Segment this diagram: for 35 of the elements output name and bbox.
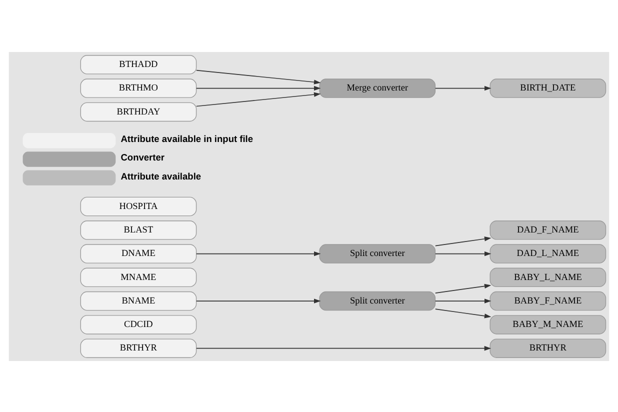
node-box: DAD_F_NAME — [490, 220, 606, 240]
node-box: Merge converter — [319, 78, 436, 98]
node-box: BABY_F_NAME — [490, 290, 606, 310]
legend-label: Attribute available in input file — [120, 134, 254, 144]
node-box: BNAME — [80, 290, 197, 310]
arrow — [434, 283, 492, 293]
node-box: BIRTH_DATE — [490, 78, 606, 98]
node-box: BRTHYR — [80, 338, 197, 358]
node-box: BABY_L_NAME — [490, 267, 606, 287]
node-box: DNAME — [80, 244, 197, 263]
node-box: DAD_L_NAME — [490, 244, 606, 263]
node-box: Split converter — [319, 244, 436, 263]
arrow — [196, 69, 321, 84]
arrow — [434, 85, 492, 90]
legend-label: Converter — [120, 152, 165, 162]
arrow — [196, 92, 321, 106]
node-box: BRTHDAY — [80, 102, 197, 122]
node-box: BRTHYR — [490, 338, 606, 358]
node-box: Split converter — [319, 290, 436, 310]
node-box: HOSPITA — [80, 196, 197, 216]
node-box: BLAST — [80, 220, 197, 240]
arrow — [196, 298, 321, 303]
node-box: MNAME — [80, 267, 197, 287]
arrow — [196, 250, 321, 256]
arrow — [434, 236, 492, 246]
arrow — [434, 250, 492, 256]
node-box: BABY_M_NAME — [490, 314, 606, 334]
arrow — [434, 308, 492, 318]
legend-label: Attribute available — [120, 170, 202, 181]
node-box: CDCID — [80, 314, 197, 334]
node-box: BTHADD — [80, 54, 197, 74]
arrow — [196, 345, 492, 350]
node-box: BRTHMO — [80, 78, 197, 98]
arrow — [434, 298, 492, 303]
arrow — [196, 85, 321, 90]
